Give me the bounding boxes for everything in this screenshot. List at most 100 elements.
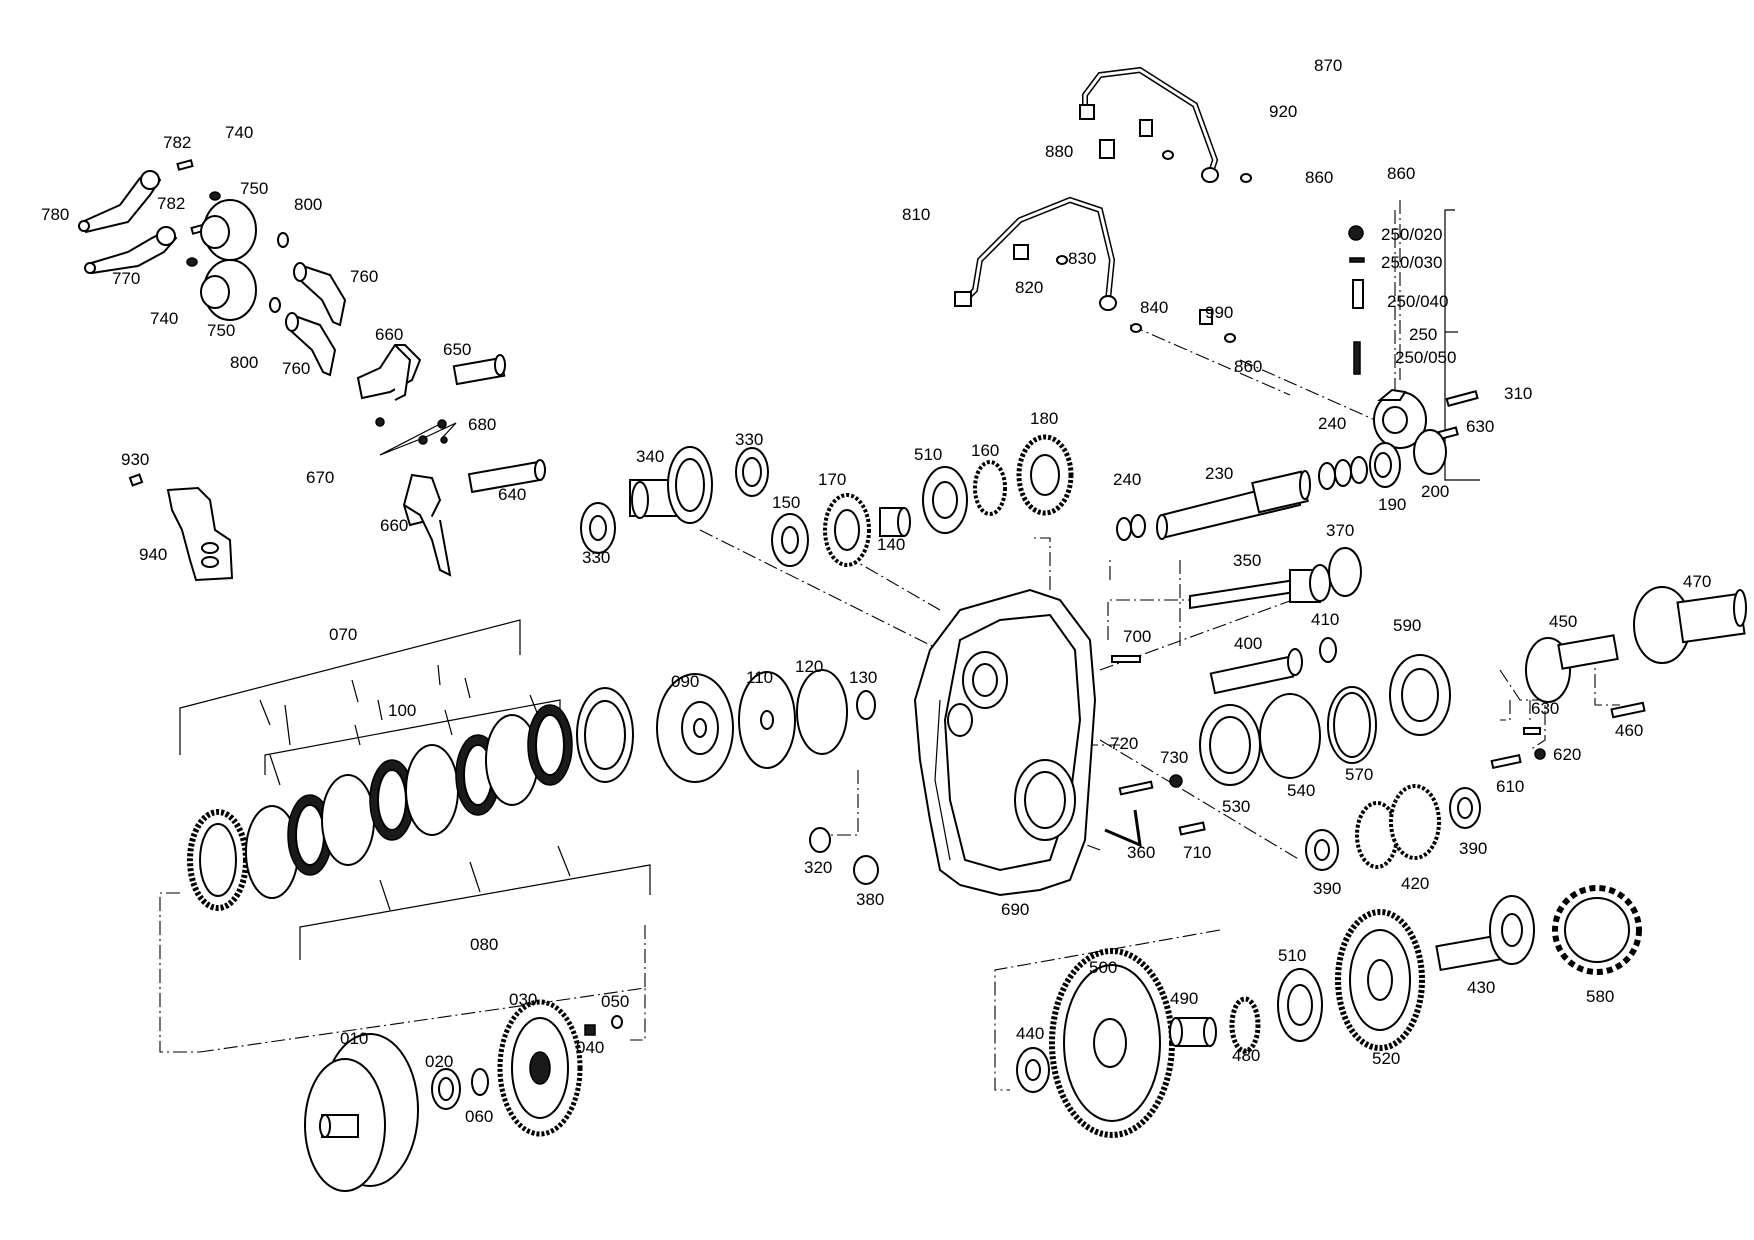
part-label: 700 bbox=[1123, 627, 1151, 646]
part-label: 810 bbox=[902, 205, 930, 224]
part-label: 390 bbox=[1313, 879, 1341, 898]
part-label: 340 bbox=[636, 447, 664, 466]
part-label: 590 bbox=[1393, 616, 1421, 635]
part-label: 740 bbox=[150, 309, 178, 328]
part-label: 580 bbox=[1586, 987, 1614, 1006]
part-label: 820 bbox=[1015, 278, 1043, 297]
part-label: 860 bbox=[1387, 164, 1415, 183]
part-label: 330 bbox=[582, 548, 610, 567]
part-label: 670 bbox=[306, 468, 334, 487]
part-label: 250/040 bbox=[1387, 292, 1448, 311]
part-label: 720 bbox=[1110, 734, 1138, 753]
pipe-assembly bbox=[954, 66, 1479, 541]
part-label: 490 bbox=[1170, 989, 1198, 1008]
part-label: 920 bbox=[1269, 102, 1297, 121]
part-label: 070 bbox=[329, 625, 357, 644]
part-label: 240 bbox=[1113, 470, 1141, 489]
part-label: 310 bbox=[1504, 384, 1532, 403]
part-label: 080 bbox=[470, 935, 498, 954]
part-label: 500 bbox=[1089, 958, 1117, 977]
part-label: 050 bbox=[601, 992, 629, 1011]
clutch-drum bbox=[304, 999, 623, 1192]
part-label: 190 bbox=[1378, 495, 1406, 514]
part-label: 830 bbox=[1068, 249, 1096, 268]
part-label: 782 bbox=[163, 133, 191, 152]
part-label: 530 bbox=[1222, 797, 1250, 816]
part-label: 250/050 bbox=[1395, 348, 1456, 367]
part-label: 660 bbox=[380, 516, 408, 535]
part-label: 250/030 bbox=[1381, 253, 1442, 272]
part-label: 510 bbox=[914, 445, 942, 464]
part-label: 100 bbox=[388, 701, 416, 720]
part-label: 250/020 bbox=[1381, 225, 1442, 244]
part-label: 990 bbox=[1205, 303, 1233, 322]
shift-fork-assembly bbox=[128, 344, 546, 582]
part-label: 180 bbox=[1030, 409, 1058, 428]
part-label: 860 bbox=[1234, 357, 1262, 376]
part-label: 780 bbox=[41, 205, 69, 224]
part-label: 570 bbox=[1345, 765, 1373, 784]
part-label: 410 bbox=[1311, 610, 1339, 629]
part-label: 230 bbox=[1205, 464, 1233, 483]
part-label: 940 bbox=[139, 545, 167, 564]
part-label: 640 bbox=[498, 485, 526, 504]
part-label: 040 bbox=[576, 1038, 604, 1057]
part-label: 750 bbox=[240, 179, 268, 198]
part-label: 730 bbox=[1160, 748, 1188, 767]
part-label: 760 bbox=[350, 267, 378, 286]
part-label: 200 bbox=[1421, 482, 1449, 501]
upper-gears bbox=[580, 434, 1074, 567]
part-label: 250 bbox=[1409, 325, 1437, 344]
part-label: 630 bbox=[1531, 699, 1559, 718]
part-label: 320 bbox=[804, 858, 832, 877]
part-label: 010 bbox=[340, 1029, 368, 1048]
part-label: 400 bbox=[1234, 634, 1262, 653]
part-label: 760 bbox=[282, 359, 310, 378]
part-label: 020 bbox=[425, 1052, 453, 1071]
part-label: 440 bbox=[1016, 1024, 1044, 1043]
part-label: 650 bbox=[443, 340, 471, 359]
part-label: 470 bbox=[1683, 572, 1711, 591]
part-label: 510 bbox=[1278, 946, 1306, 965]
main-shaft bbox=[1156, 470, 1311, 540]
part-label: 620 bbox=[1553, 745, 1581, 764]
part-label: 430 bbox=[1467, 978, 1495, 997]
part-label: 090 bbox=[671, 672, 699, 691]
part-label: 782 bbox=[157, 194, 185, 213]
part-label: 120 bbox=[795, 657, 823, 676]
right-parts bbox=[809, 547, 1747, 885]
part-label: 870 bbox=[1314, 56, 1342, 75]
part-label: 520 bbox=[1372, 1049, 1400, 1068]
part-label: 800 bbox=[230, 353, 258, 372]
part-label: 750 bbox=[207, 321, 235, 340]
part-label: 540 bbox=[1287, 781, 1315, 800]
part-label: 390 bbox=[1459, 839, 1487, 858]
clutch-disc-pack bbox=[187, 669, 876, 911]
part-label: 740 bbox=[225, 123, 253, 142]
part-label: 130 bbox=[849, 668, 877, 687]
part-label: 160 bbox=[971, 441, 999, 460]
lower-right-gears bbox=[1016, 885, 1642, 1138]
part-label: 680 bbox=[468, 415, 496, 434]
part-label: 630 bbox=[1466, 417, 1494, 436]
part-label: 660 bbox=[375, 325, 403, 344]
part-label: 170 bbox=[818, 470, 846, 489]
part-label: 360 bbox=[1127, 843, 1155, 862]
gearbox-housing bbox=[913, 588, 1097, 897]
part-label: 460 bbox=[1615, 721, 1643, 740]
part-label: 420 bbox=[1401, 874, 1429, 893]
part-label: 380 bbox=[856, 890, 884, 909]
part-label: 150 bbox=[772, 493, 800, 512]
part-label: 930 bbox=[121, 450, 149, 469]
part-label: 450 bbox=[1549, 612, 1577, 631]
part-label: 710 bbox=[1183, 843, 1211, 862]
part-label: 480 bbox=[1232, 1046, 1260, 1065]
part-label: 880 bbox=[1045, 142, 1073, 161]
part-label: 610 bbox=[1496, 777, 1524, 796]
part-label: 350 bbox=[1233, 551, 1261, 570]
part-label: 330 bbox=[735, 430, 763, 449]
part-label: 840 bbox=[1140, 298, 1168, 317]
part-label: 030 bbox=[509, 990, 537, 1009]
part-labels: 870 920 880 860 860 740 782 750 780 782 … bbox=[41, 56, 1711, 1126]
